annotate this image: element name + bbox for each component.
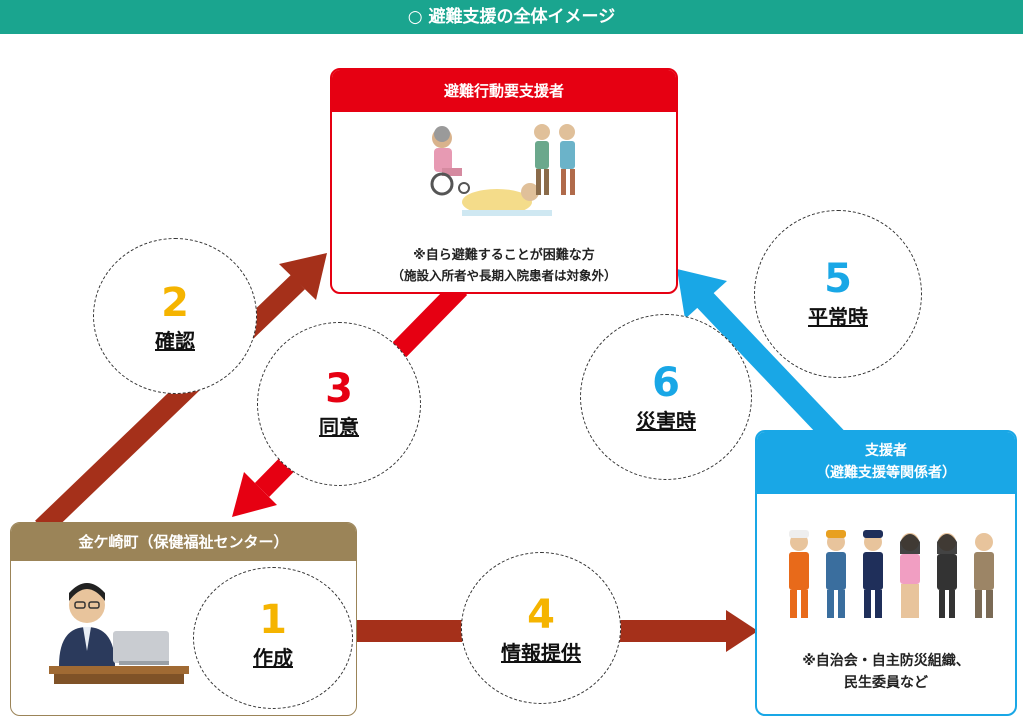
step-5-label: 平常時 <box>808 305 868 329</box>
step-5-number: 5 <box>824 256 852 302</box>
step-6-label: 災害時 <box>636 409 696 433</box>
supporters-note-line2: 民生委員など <box>844 675 928 691</box>
step-4-number: 4 <box>527 592 555 638</box>
office-worker-illustration <box>49 583 189 684</box>
vulnerable-note-line2: （施設入所者や長期入院患者は対象外） <box>391 268 617 283</box>
step-3-number: 3 <box>325 366 353 412</box>
step-1-number: 1 <box>259 597 287 643</box>
page-title: ○ 避難支援の全体イメージ <box>0 0 1023 34</box>
town-office-header: 金ケ崎町（保健福祉センター） <box>11 523 356 561</box>
supporters-header: 支援者 （避難支援等関係者） <box>757 432 1015 494</box>
supporters-illustration <box>789 530 994 618</box>
step-1-label: 作成 <box>253 646 293 670</box>
arrow-supporters-to-vulnerable <box>677 269 844 446</box>
step-6-disaster-times: 6 災害時 <box>580 314 752 480</box>
supporters-header-line1: 支援者 <box>865 443 907 459</box>
vulnerable-persons-header: 避難行動要支援者 <box>332 70 676 112</box>
supporters-header-line2: （避難支援等関係者） <box>816 465 956 481</box>
vulnerable-note-line1: ※自ら避難することが困難な方 <box>413 248 595 263</box>
step-6-number: 6 <box>652 360 680 406</box>
step-4-info-provision: 4 情報提供 <box>461 552 621 704</box>
step-2-number: 2 <box>161 280 189 326</box>
step-2-label: 確認 <box>155 329 195 353</box>
vulnerable-persons-illustration <box>430 124 575 216</box>
step-3-label: 同意 <box>319 415 359 439</box>
vulnerable-persons-box: 避難行動要支援者 ※自ら避難することが困難な方 （施設入所者や長期入院患者は対象… <box>330 68 678 294</box>
step-5-normal-times: 5 平常時 <box>754 210 922 378</box>
step-1-create: 1 作成 <box>193 567 353 709</box>
step-2-confirm: 2 確認 <box>93 238 257 394</box>
step-3-consent: 3 同意 <box>257 322 421 486</box>
step-4-label: 情報提供 <box>501 641 581 665</box>
supporters-box: 支援者 （避難支援等関係者） ※自治会・自主防災組織、 民生委員など <box>755 430 1017 716</box>
supporters-note-line1: ※自治会・自主防災組織、 <box>802 653 970 669</box>
